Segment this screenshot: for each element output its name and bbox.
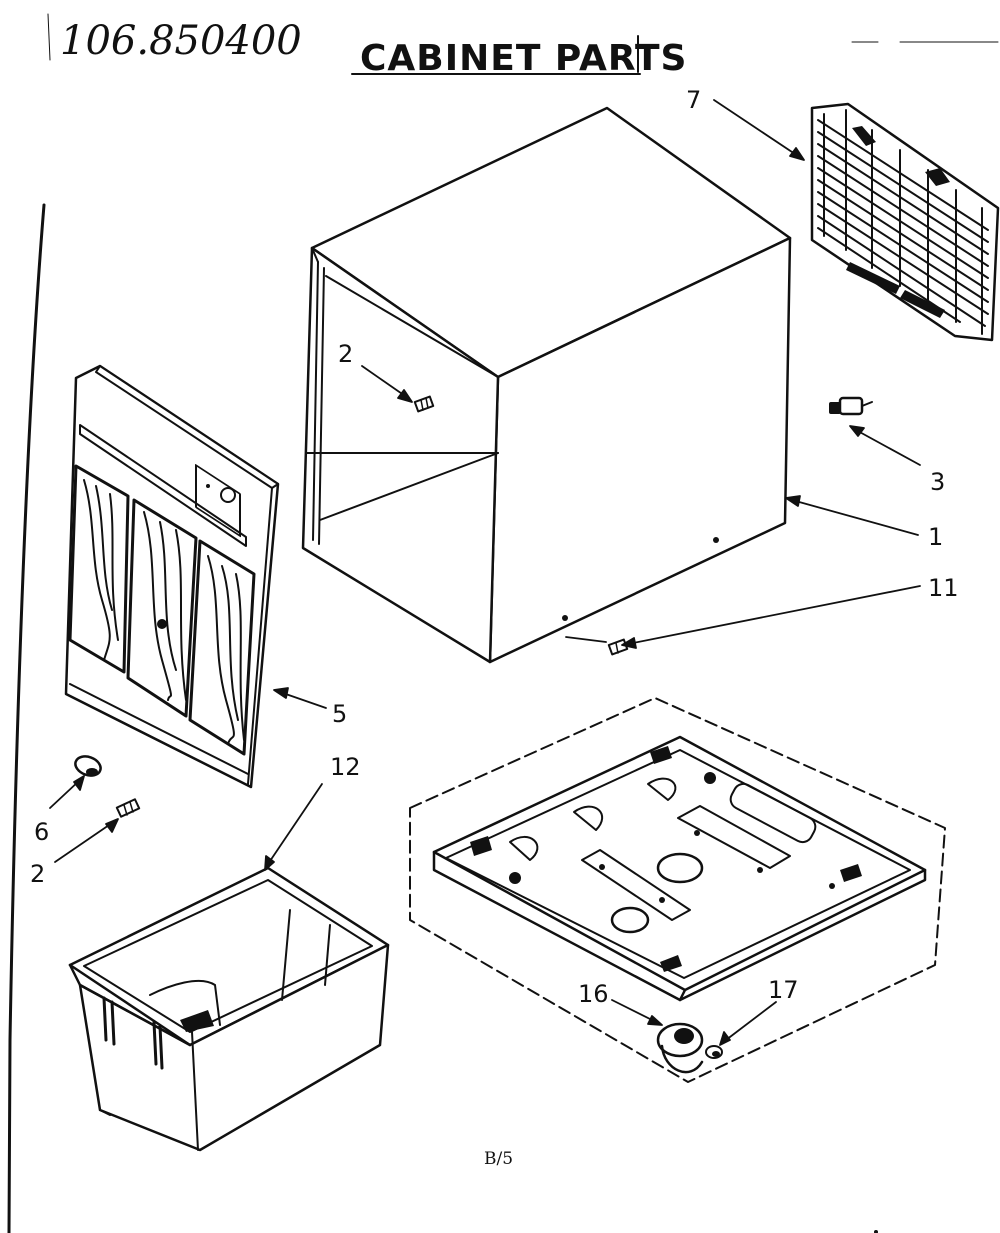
callout-2-panel: 2 [30, 860, 45, 888]
callout-6: 6 [34, 818, 49, 846]
cabinet-shell [301, 106, 792, 664]
scan-border [7, 13, 51, 1233]
base-assembly [409, 697, 946, 1083]
knob-3 [829, 396, 873, 416]
page-reference: B/5 [484, 1149, 513, 1169]
screw-cabinet [413, 395, 435, 413]
callout-7: 7 [686, 86, 701, 114]
leader-lines [49, 99, 921, 1046]
callout-12: 12 [330, 753, 361, 781]
front-panel [64, 364, 280, 789]
page-title: CABINET PARTS [360, 38, 687, 79]
callout-1: 1 [928, 523, 943, 551]
callout-16: 16 [578, 980, 609, 1008]
model-number: 106.850400 [60, 18, 302, 64]
callout-11: 11 [928, 574, 959, 602]
part-17 [705, 1045, 723, 1059]
grille [810, 102, 1000, 342]
screw-11 [607, 638, 629, 656]
caster-wheel [656, 1022, 704, 1074]
knob-6 [74, 755, 102, 777]
callout-3: 3 [930, 468, 945, 496]
callout-5: 5 [332, 700, 347, 728]
screw-panel [115, 798, 141, 818]
callout-17: 17 [768, 976, 799, 1004]
water-bucket [68, 866, 390, 1152]
scan-marks [851, 41, 999, 1233]
callout-2-cabinet: 2 [338, 340, 353, 368]
